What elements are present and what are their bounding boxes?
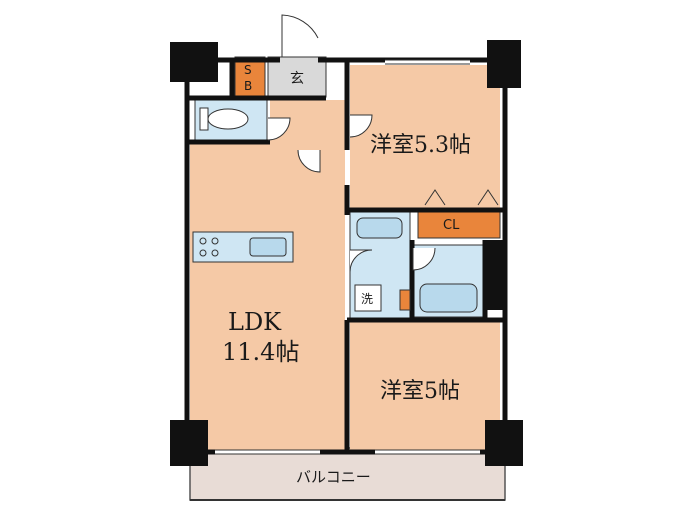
bath-door xyxy=(412,247,436,271)
pipe-space xyxy=(485,240,505,310)
western-room-2 xyxy=(350,322,500,450)
kitchen-sink xyxy=(249,237,287,257)
structural-column xyxy=(170,420,208,466)
stove-burner xyxy=(199,237,207,245)
vanity-sink xyxy=(356,217,403,239)
ldk-room xyxy=(190,142,345,450)
shoe-box-label-b: B xyxy=(244,79,252,93)
shoe-box-label-s: S xyxy=(244,63,252,77)
western-room-1-size: 5.3帖 xyxy=(414,133,471,158)
wash-door xyxy=(349,249,373,273)
closet-door xyxy=(424,189,499,206)
western-room-2-size: 5帖 xyxy=(424,379,460,404)
room1-door xyxy=(349,114,373,138)
ldk-size: 11.4帖 xyxy=(222,338,299,366)
structural-column xyxy=(485,420,523,466)
ldk-name: LDK xyxy=(228,308,282,336)
balcony-area xyxy=(189,447,506,501)
bathtub xyxy=(419,283,478,313)
stove-burner xyxy=(199,249,207,257)
toilet-bowl xyxy=(207,108,249,130)
entrance-door xyxy=(281,14,319,57)
balcony-label: バルコニー xyxy=(296,468,371,486)
washer-label: 洗 xyxy=(361,292,373,306)
washer-space xyxy=(354,284,382,312)
closet-label: CL xyxy=(443,218,460,233)
stove-burner xyxy=(211,237,219,245)
entrance xyxy=(267,56,327,98)
entrance-label: 玄 xyxy=(290,70,304,87)
western-room-1-name: 洋室 xyxy=(370,133,414,158)
pipe-space xyxy=(399,289,411,311)
western-room-1 xyxy=(350,65,500,210)
ldk-door xyxy=(297,149,321,173)
structural-column xyxy=(487,40,521,88)
toilet-door xyxy=(267,117,291,141)
stove-burner xyxy=(211,249,219,257)
structural-column xyxy=(170,42,218,82)
western-room-2-name: 洋室 xyxy=(380,379,424,404)
toilet-tank xyxy=(199,107,209,131)
